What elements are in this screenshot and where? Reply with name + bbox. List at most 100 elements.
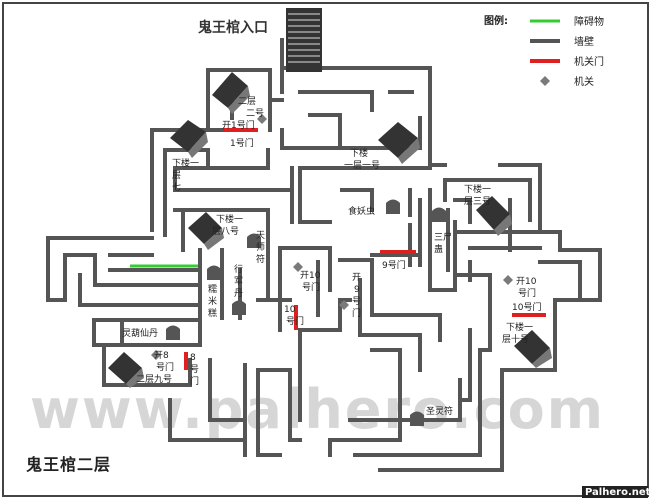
stair-1f1-line1: 下楼: [350, 147, 368, 159]
item-box-linghuxiandan: [166, 325, 180, 340]
legend-switch-icon: [540, 76, 550, 86]
legend-obstacle-label: 障碍物: [574, 15, 604, 28]
switch-door1-icon: [257, 114, 267, 124]
door8-open-line1: 开8: [154, 350, 169, 361]
switch-door8-icon: [151, 350, 161, 360]
door10b-open-line1: 开10: [516, 276, 537, 287]
item-box-nuomigao: [207, 265, 221, 280]
stair-label-2f2: 二层 二号: [238, 96, 264, 119]
tianshifu-line1: 天: [256, 231, 265, 241]
stair-1f7-line2: 层: [172, 170, 181, 181]
door8-open-line2: 号门: [156, 361, 174, 373]
tianshifu-line2: 师: [256, 241, 265, 253]
item-box-tianshifu: [247, 233, 261, 248]
door8-line2: 号: [190, 364, 199, 375]
door10b-open-label: 开10 号门: [516, 276, 539, 299]
door8-label: 8 号 门: [190, 353, 202, 387]
nuomigao-line1: 糯: [208, 283, 217, 295]
sanshigu-line2: 蛊: [434, 244, 443, 255]
entrance-stairs: [286, 8, 322, 72]
stair-2f9-line1: 二层九号: [136, 374, 172, 385]
item-label-linghuxiandan: 灵葫仙丹: [122, 327, 158, 339]
stair-icon-1f8: [188, 212, 224, 250]
door10a-open-line2: 号门: [302, 281, 320, 293]
door8-line1: 8: [190, 353, 196, 363]
stair-icon-1f3: [476, 196, 512, 236]
stair-icon-1f10: [514, 330, 552, 368]
door1-label: 1号门: [230, 137, 254, 149]
door10b-open-line2: 号门: [518, 287, 536, 299]
switch-door10a-icon: [293, 262, 303, 272]
door10a-line2: 号门: [286, 315, 304, 327]
stair-label-1f7: 下楼一 层 七: [172, 157, 202, 193]
item-label-xingjundan: 行 军 丹: [234, 263, 246, 299]
door10a-open-line1: 开10: [300, 270, 321, 281]
sanshigu-line1: 三尸: [434, 232, 452, 243]
item-label-shenglingfu: 圣灵符: [426, 405, 453, 417]
switches: [151, 114, 513, 360]
entrance-label: 鬼王棺入口: [198, 19, 268, 36]
map-title: 鬼王棺二层: [26, 455, 111, 474]
door10b-label: 10号门: [512, 301, 541, 313]
nuomigao-line2: 米: [208, 295, 217, 307]
stair-icon-2f9: [108, 352, 144, 388]
stair-1f7-line1: 下楼一: [172, 157, 199, 169]
stair-2f2-line2: 二号: [246, 108, 264, 119]
door10a-line1: 10: [284, 305, 296, 315]
item-label-tianshifu: 天 师 符: [256, 231, 268, 265]
door9-open-line4: 门: [352, 307, 361, 319]
legend-switch-label: 机关: [574, 75, 594, 88]
watermark-text: www.palhero.com: [30, 378, 605, 441]
legend-wall-label: 墙壁: [574, 35, 594, 48]
door1-open-label: 开1号门: [222, 119, 255, 131]
door10a-label: 10 号门: [284, 305, 304, 327]
xingjundan-line3: 丹: [234, 288, 243, 299]
stair-label-1f8: 下楼一 层八号: [212, 213, 246, 237]
switch-door10b-icon: [503, 275, 513, 285]
stair-1f10-line2: 层十号: [502, 333, 529, 345]
stair-1f1-line2: 一层一号: [344, 160, 380, 171]
item-label-sanshigu: 三尸 蛊: [434, 232, 455, 255]
door9-label: 9号门: [382, 259, 406, 271]
item-box-xingjundan: [232, 300, 246, 315]
door9-open-line2: 9: [354, 285, 360, 295]
stair-icon-2f2: [212, 72, 250, 114]
xingjundan-line2: 军: [234, 276, 243, 287]
stair-label-2f9: 二层九号: [136, 374, 172, 385]
stair-1f3-line2: 层三号: [464, 196, 491, 207]
xingjundan-line1: 行: [234, 263, 243, 275]
stair-2f2-line1: 二层: [238, 96, 256, 107]
stair-icons: [108, 72, 552, 388]
item-box-sanshigu: [432, 207, 446, 222]
door9-open-line3: 号: [352, 296, 361, 307]
stair-icon-1f7: [170, 120, 208, 158]
stair-1f10-line1: 下楼一: [506, 321, 533, 333]
credit-text: Palhero.net: [585, 487, 651, 498]
item-box-shiyaochong: [386, 199, 400, 214]
item-box-shenglingfu: [410, 411, 424, 426]
door9-open-label: 开 9 号 门: [352, 272, 364, 319]
tianshifu-line3: 符: [256, 253, 265, 265]
door9-open-line1: 开: [352, 272, 361, 283]
stair-label-1f10: 下楼一 层十号: [502, 321, 536, 345]
stair-1f8-line1: 下楼一: [216, 213, 243, 225]
stair-label-1f1: 下楼 一层一号: [344, 147, 380, 171]
mechanism-doors: [184, 128, 546, 370]
nuomigao-line3: 糕: [208, 307, 217, 319]
legend: 图例: 障碍物 墙壁 机关门 机关: [484, 14, 604, 88]
credit-badge: [582, 486, 648, 498]
item-label-shiyaochong: 食妖虫: [348, 205, 375, 217]
door8-line3: 门: [190, 375, 199, 387]
stair-1f3-line1: 下楼一: [464, 183, 491, 195]
legend-door-label: 机关门: [574, 55, 604, 68]
door10a-open-label: 开10 号门: [300, 270, 323, 293]
stair-1f7-line3: 七: [172, 182, 181, 193]
item-boxes: [166, 199, 446, 426]
stair-1f8-line2: 层八号: [212, 226, 239, 237]
stair-icon-1f1: [378, 122, 420, 164]
legend-heading: 图例:: [484, 14, 508, 27]
door8-open-label: 开8 号门: [154, 350, 174, 373]
stair-label-1f3: 下楼一 层三号: [464, 183, 494, 207]
